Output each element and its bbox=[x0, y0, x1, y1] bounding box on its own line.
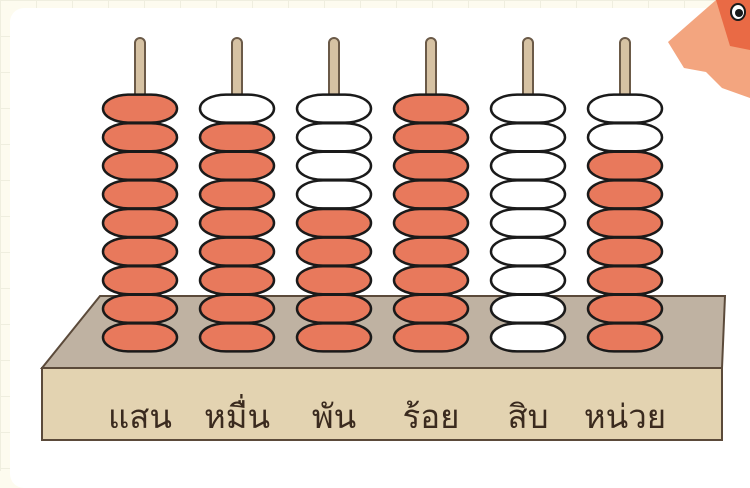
bead-empty bbox=[200, 95, 274, 123]
bead-filled bbox=[200, 209, 274, 237]
bead-filled bbox=[103, 180, 177, 208]
bead-empty bbox=[491, 266, 565, 294]
bead-empty bbox=[491, 295, 565, 323]
place-value-label: หน่วย bbox=[565, 390, 685, 443]
bird-mascot-icon bbox=[668, 0, 750, 98]
bead-filled bbox=[588, 295, 662, 323]
bead-filled bbox=[297, 266, 371, 294]
rod-6 bbox=[588, 38, 662, 351]
bead-filled bbox=[200, 123, 274, 151]
bead-empty bbox=[588, 95, 662, 123]
bead-empty bbox=[491, 123, 565, 151]
bead-filled bbox=[588, 209, 662, 237]
rod-1 bbox=[103, 38, 177, 351]
bead-filled bbox=[103, 323, 177, 351]
bead-filled bbox=[103, 95, 177, 123]
rod-2 bbox=[200, 38, 274, 351]
bead-empty bbox=[297, 152, 371, 180]
bead-filled bbox=[588, 266, 662, 294]
bead-filled bbox=[297, 295, 371, 323]
bead-filled bbox=[103, 209, 177, 237]
bead-filled bbox=[394, 238, 468, 266]
bead-filled bbox=[394, 152, 468, 180]
bead-empty bbox=[491, 95, 565, 123]
bead-filled bbox=[297, 238, 371, 266]
bead-filled bbox=[103, 266, 177, 294]
bead-filled bbox=[588, 323, 662, 351]
bead-empty bbox=[491, 238, 565, 266]
rod-4 bbox=[394, 38, 468, 351]
bead-filled bbox=[200, 323, 274, 351]
bead-filled bbox=[200, 180, 274, 208]
bead-filled bbox=[103, 123, 177, 151]
bead-filled bbox=[394, 123, 468, 151]
bead-filled bbox=[200, 266, 274, 294]
bead-filled bbox=[297, 209, 371, 237]
bead-empty bbox=[491, 323, 565, 351]
rod-3 bbox=[297, 38, 371, 351]
bead-empty bbox=[297, 180, 371, 208]
bead-empty bbox=[588, 123, 662, 151]
bead-filled bbox=[394, 95, 468, 123]
bead-filled bbox=[394, 209, 468, 237]
bead-filled bbox=[200, 238, 274, 266]
bead-filled bbox=[394, 295, 468, 323]
bead-empty bbox=[491, 209, 565, 237]
bead-filled bbox=[394, 266, 468, 294]
bead-filled bbox=[588, 238, 662, 266]
bead-filled bbox=[297, 323, 371, 351]
bead-filled bbox=[588, 180, 662, 208]
bead-filled bbox=[200, 295, 274, 323]
bead-filled bbox=[588, 152, 662, 180]
bead-empty bbox=[491, 152, 565, 180]
bead-filled bbox=[394, 180, 468, 208]
bead-filled bbox=[200, 152, 274, 180]
bead-empty bbox=[297, 95, 371, 123]
rod-5 bbox=[491, 38, 565, 351]
bead-filled bbox=[103, 152, 177, 180]
bead-empty bbox=[297, 123, 371, 151]
bead-filled bbox=[103, 238, 177, 266]
bead-empty bbox=[491, 180, 565, 208]
bead-filled bbox=[394, 323, 468, 351]
bead-filled bbox=[103, 295, 177, 323]
